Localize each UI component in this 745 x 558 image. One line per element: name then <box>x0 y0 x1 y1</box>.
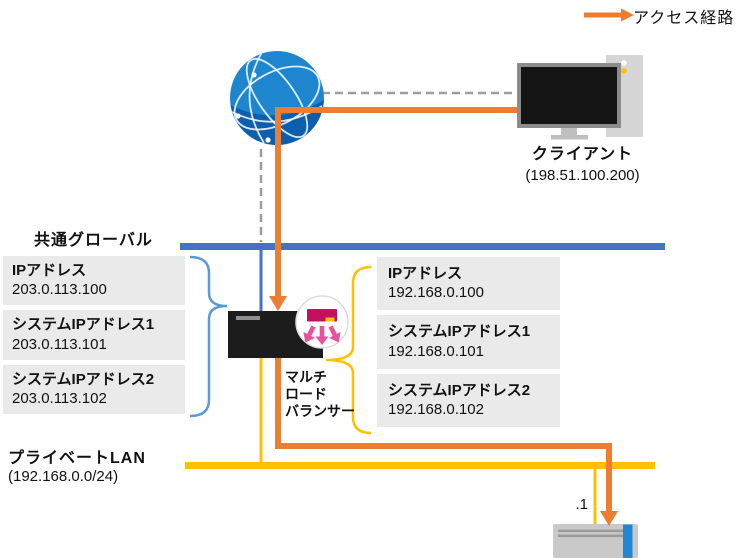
private-lan-label: プライベートLAN <box>8 450 146 467</box>
ip-box-title: システムIPアドレス1 <box>388 323 531 341</box>
client-label-group: クライアント (198.51.100.200) <box>500 140 665 184</box>
client-ip-label: (198.51.100.200) <box>525 167 640 184</box>
lan-ip-box: IPアドレス 192.168.0.100 <box>377 257 560 311</box>
global-ip-box: IPアドレス 203.0.113.100 <box>3 256 185 306</box>
global-ip-box: システムIPアドレス1 203.0.113.101 <box>3 310 185 360</box>
load-balancer-label: マルチ ロード バランサー <box>285 369 355 420</box>
load-balancer-label-line: ロード <box>285 386 327 402</box>
ip-box-value: 192.168.0.100 <box>388 284 484 302</box>
ip-box-value: 192.168.0.101 <box>388 342 484 360</box>
load-balancer-label-line: バランサー <box>285 403 355 419</box>
client-name-label: クライアント <box>531 146 634 163</box>
server-host-suffix-label: .1 <box>575 496 588 513</box>
legend-access-route-label: アクセス経路 <box>633 10 735 27</box>
global-segment-label: 共通グローバル <box>34 232 153 249</box>
lan-addresses-brace <box>325 265 372 435</box>
global-addresses-list: IPアドレス 203.0.113.100 システムIPアドレス1 203.0.1… <box>3 256 185 419</box>
ip-box-title: IPアドレス <box>12 262 87 279</box>
ip-box-value: 192.168.0.102 <box>388 400 484 418</box>
load-balancing-icon <box>303 309 341 345</box>
private-lan-bar <box>185 462 655 469</box>
ip-box-title: システムIPアドレス2 <box>12 370 155 388</box>
private-lan-cidr-label: (192.168.0.0/24) <box>8 468 119 485</box>
lan-ip-box: システムIPアドレス2 192.168.0.102 <box>377 373 560 428</box>
access-route-client-to-lb <box>269 107 518 311</box>
global-segment-bar <box>180 243 665 250</box>
global-addresses-brace <box>189 255 228 418</box>
ip-box-value: 203.0.113.100 <box>12 281 107 299</box>
load-balancer-device-icon <box>228 295 349 358</box>
server-icon <box>553 524 638 558</box>
ip-box-title: システムIPアドレス1 <box>12 316 155 334</box>
load-balancer-label-line: マルチ <box>285 369 327 385</box>
client-device-icon <box>517 55 643 140</box>
access-route-lb-to-server <box>275 358 618 526</box>
ip-box-value: 203.0.113.101 <box>12 335 107 353</box>
lan-ip-box: システムIPアドレス1 192.168.0.101 <box>377 315 560 369</box>
lan-addresses-list: IPアドレス 192.168.0.100 システムIPアドレス1 192.168… <box>377 257 560 432</box>
legend-arrow-icon <box>584 8 634 22</box>
global-ip-box: システムIPアドレス2 203.0.113.102 <box>3 364 185 415</box>
ip-box-title: IPアドレス <box>388 265 463 282</box>
ip-box-value: 203.0.113.102 <box>12 389 107 407</box>
ip-box-title: システムIPアドレス2 <box>388 381 531 399</box>
